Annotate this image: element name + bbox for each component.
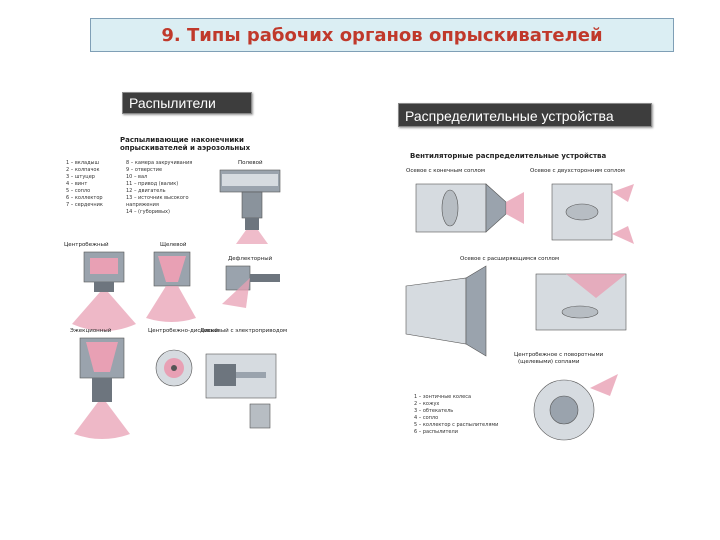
legend-col-1: 1 – вкладыш 2 – колпачок 3 – штуцер 4 – … xyxy=(66,160,103,208)
legend-item: 3 – обтекатель xyxy=(414,408,453,414)
type-centrifugal-disk: Центробежно-дисковый xyxy=(148,327,219,334)
legend-item: 2 – кожух xyxy=(414,401,439,407)
centrifugal-fan-drawing xyxy=(533,374,618,441)
legend-item: 8 – камера закручивания xyxy=(126,160,192,166)
left-heading-2: опрыскивателей и аэрозольных xyxy=(120,144,251,152)
legend-item: 12 – двигатель xyxy=(126,188,166,194)
subtitle-centrifugal-2: (щелевыми) соплами xyxy=(518,359,580,365)
page-title: 9. Типы рабочих органов опрыскивателей xyxy=(161,24,603,46)
type-disk-electric: Дисковый с электроприводом xyxy=(200,327,287,334)
legend-item: 10 – вал xyxy=(126,174,147,180)
legend-item: напряжения xyxy=(126,202,159,208)
legend-item: 5 – сопло xyxy=(66,188,90,194)
type-deflector: Дефлекторный xyxy=(228,255,273,262)
legend-item: 4 – винт xyxy=(66,181,87,187)
distribution-devices-diagram: Вентиляторные распределительные устройст… xyxy=(396,148,648,454)
slot-nozzle-drawing xyxy=(146,251,196,322)
legend-item: 6 – коллектор xyxy=(66,195,103,201)
legend-item: 1 – вкладыш xyxy=(66,160,99,166)
legend-item: 3 – штуцер xyxy=(66,174,95,180)
subtitle-axial-expanding: Осевое с расширяющимся соплом xyxy=(460,256,559,262)
legend-item: 5 – коллектор с распылителями xyxy=(414,422,498,428)
type-centrifugal: Центробежный xyxy=(64,241,109,248)
distribution-devices-label: Распределительные устройства xyxy=(398,103,652,127)
right-legend: 1 – зонтичные колеса 2 – кожух 3 – обтек… xyxy=(414,394,498,435)
legend-item: 11 – привод (валик) xyxy=(126,181,178,187)
subtitle-centrifugal-1: Центробежное с поворотными xyxy=(514,352,604,358)
field-nozzle-drawing xyxy=(219,169,281,244)
centrifugal-nozzle-drawing xyxy=(72,251,136,331)
legend-item: 2 – колпачок xyxy=(66,167,100,173)
left-heading-1: Распыливающие наконечники xyxy=(120,136,244,144)
sprayers-label: Распылители xyxy=(122,92,252,114)
type-ejector: Эжекционный xyxy=(70,327,112,334)
legend-item: 4 – сопло xyxy=(414,415,438,421)
axial-double-nozzle-drawing xyxy=(551,183,634,244)
subtitle-axial-double: Осевое с двухсторонним соплом xyxy=(530,168,625,174)
axial-end-nozzle-drawing xyxy=(415,183,524,233)
legend-item: 13 – источник высокого xyxy=(126,195,189,201)
disk-electric-drawing xyxy=(205,353,277,429)
legend-item: 9 – отверстие xyxy=(126,167,162,173)
title-banner: 9. Типы рабочих органов опрыскивателей xyxy=(90,18,674,52)
legend-item: 6 – распылители xyxy=(414,429,458,435)
subtitle-axial-end: Осевое с конечным соплом xyxy=(406,168,485,174)
legend-col-2: 8 – камера закручивания 9 – отверстие 10… xyxy=(126,160,192,215)
axial-expanding-nozzle-drawing xyxy=(405,265,627,357)
right-heading: Вентиляторные распределительные устройст… xyxy=(410,152,606,160)
centrifugal-disk-drawing xyxy=(155,349,193,387)
legend-item: 14 – (губоривых) xyxy=(126,209,170,215)
type-slot: Щелевой xyxy=(160,241,187,248)
deflector-nozzle-drawing xyxy=(222,265,280,308)
type-field: Полевой xyxy=(238,159,263,166)
ejector-nozzle-drawing xyxy=(74,337,130,439)
sprayer-nozzles-diagram: Распыливающие наконечники опрыскивателей… xyxy=(50,128,296,446)
legend-item: 1 – зонтичные колеса xyxy=(414,394,471,400)
legend-item: 7 – сердечник xyxy=(66,202,103,208)
